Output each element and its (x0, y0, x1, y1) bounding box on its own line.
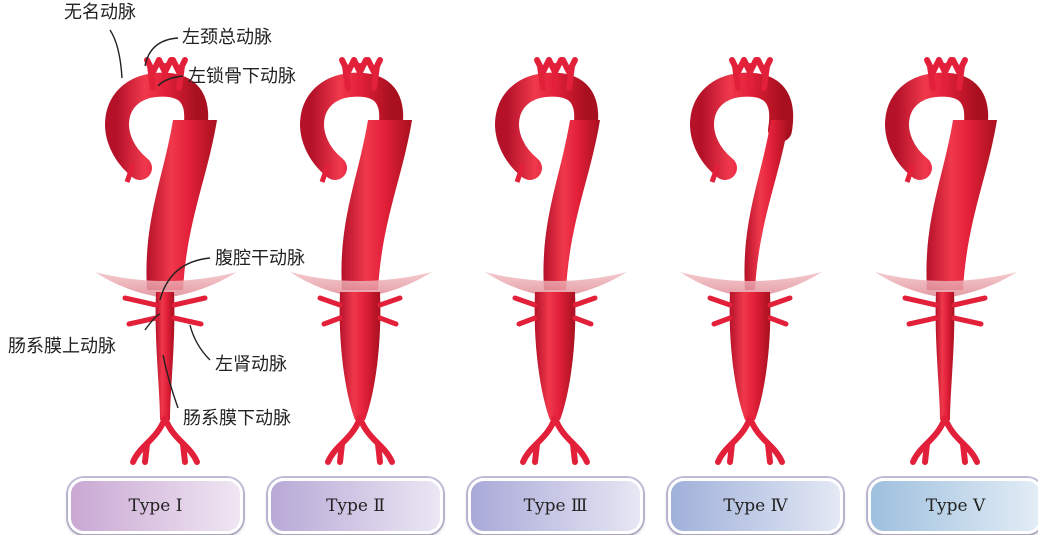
innominate-artery-label: 无名动脉 (64, 4, 136, 22)
left-subclavian-label: 左锁骨下动脉 (188, 68, 296, 86)
thoracic-aorta (744, 120, 789, 290)
renal-leader (190, 325, 210, 360)
abdominal-aorta (340, 292, 381, 420)
iliac-arteries (913, 418, 977, 462)
thoracic-aorta (146, 120, 217, 290)
type-4-button[interactable]: Type Ⅳ (668, 478, 843, 534)
type-3-button[interactable]: Type Ⅲ (468, 478, 643, 534)
left-common-carotid-label: 左颈总动脉 (182, 29, 272, 47)
aorta-type-3 (485, 60, 627, 462)
aorta-type-2 (290, 60, 432, 462)
innominate-leader (110, 30, 122, 78)
celiac-trunk-label: 腹腔干动脉 (215, 250, 305, 268)
type-5-button[interactable]: Type Ⅴ (868, 478, 1038, 534)
thoracic-aorta (341, 120, 412, 290)
abdominal-aorta (535, 292, 576, 420)
inferior-mesenteric-label: 肠系膜下动脉 (183, 410, 291, 428)
abdominal-aorta (156, 292, 175, 420)
type-2-button[interactable]: Type Ⅱ (268, 478, 443, 534)
aorta-type-4 (680, 60, 822, 462)
iliac-arteries (523, 418, 587, 462)
aorta-type-5 (875, 60, 1017, 462)
thoracic-aorta (543, 120, 600, 290)
superior-mesenteric-label: 肠系膜上动脉 (8, 338, 116, 356)
abdominal-aorta (936, 292, 955, 420)
left-renal-label: 左肾动脉 (215, 356, 287, 374)
abdominal-aorta (730, 292, 771, 420)
iliac-arteries (718, 418, 782, 462)
type-1-button[interactable]: Type Ⅰ (68, 478, 243, 534)
thoracic-aorta (926, 120, 997, 290)
iliac-arteries (328, 418, 392, 462)
